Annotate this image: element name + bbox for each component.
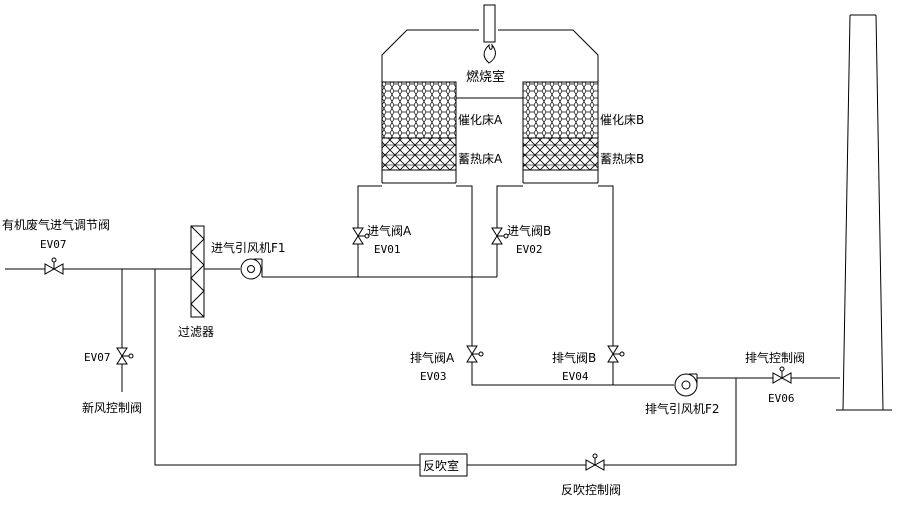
exhaust-valve-b-label: 排气阀B xyxy=(552,350,596,365)
fresh-air-valve-label: 新风控制阀 xyxy=(82,400,142,415)
exhaust-valve-b-code: EV04 xyxy=(562,370,589,383)
heat-storage-bed-a xyxy=(381,137,457,171)
organic-gas-valve-code: EV07 xyxy=(40,238,67,251)
chimney xyxy=(836,14,892,411)
butterfly-valve-icon[interactable] xyxy=(585,453,605,471)
exhaust-fan-label: 排气引风机F2 xyxy=(645,401,720,416)
butterfly-valve-icon[interactable] xyxy=(352,227,370,245)
backflush-chamber-label: 反吹室 xyxy=(423,458,459,473)
fan-icon xyxy=(240,258,263,280)
butterfly-valve-icon[interactable] xyxy=(772,366,792,384)
catalyst-bed-a xyxy=(381,81,457,139)
burner xyxy=(483,4,496,64)
butterfly-valve-icon[interactable] xyxy=(491,227,509,245)
exhaust-valve-a-code: EV03 xyxy=(420,370,447,383)
inlet-valve-a-label: 进气阀A xyxy=(367,223,412,238)
butterfly-valve-icon[interactable] xyxy=(466,345,484,363)
exhaust-valve-a-label: 排气阀A xyxy=(410,350,455,365)
inlet-valve-b-label: 进气阀B xyxy=(507,223,551,238)
heat-storage-bed-b xyxy=(522,137,599,171)
heat-storage-bed-a-label: 蓄热床A xyxy=(458,152,503,166)
backflush-valve-label: 反吹控制阀 xyxy=(561,483,621,497)
butterfly-valve-icon[interactable] xyxy=(116,347,134,365)
fresh-air-valve-code: EV07 xyxy=(84,351,111,364)
filter-label: 过滤器 xyxy=(178,325,214,339)
heat-storage-bed-b-label: 蓄热床B xyxy=(600,152,644,166)
inlet-fan-label: 进气引风机F1 xyxy=(211,240,286,255)
main-inlet-line xyxy=(5,268,737,466)
organic-gas-valve-label: 有机废气进气调节阀 xyxy=(2,217,110,232)
butterfly-valve-icon[interactable] xyxy=(44,257,64,275)
flame-icon xyxy=(483,43,496,64)
exhaust-control-valve-label: 排气控制阀 xyxy=(745,350,805,365)
catalyst-bed-a-label: 催化床A xyxy=(458,113,503,127)
fan-icon xyxy=(674,373,698,397)
exhaust-piping xyxy=(456,185,840,386)
catalyst-bed-b xyxy=(522,81,599,139)
inlet-valve-b-code: EV02 xyxy=(516,243,543,256)
catalyst-bed-b-label: 催化床B xyxy=(600,113,644,127)
butterfly-valve-icon[interactable] xyxy=(607,345,625,363)
inlet-valve-a-code: EV01 xyxy=(374,243,401,256)
exhaust-control-valve-code: EV06 xyxy=(768,392,795,405)
filter xyxy=(190,225,205,318)
backflush-chamber-box xyxy=(419,453,468,477)
inlet-piping xyxy=(262,185,523,278)
combustion-chamber-label: 燃烧室 xyxy=(466,69,505,85)
